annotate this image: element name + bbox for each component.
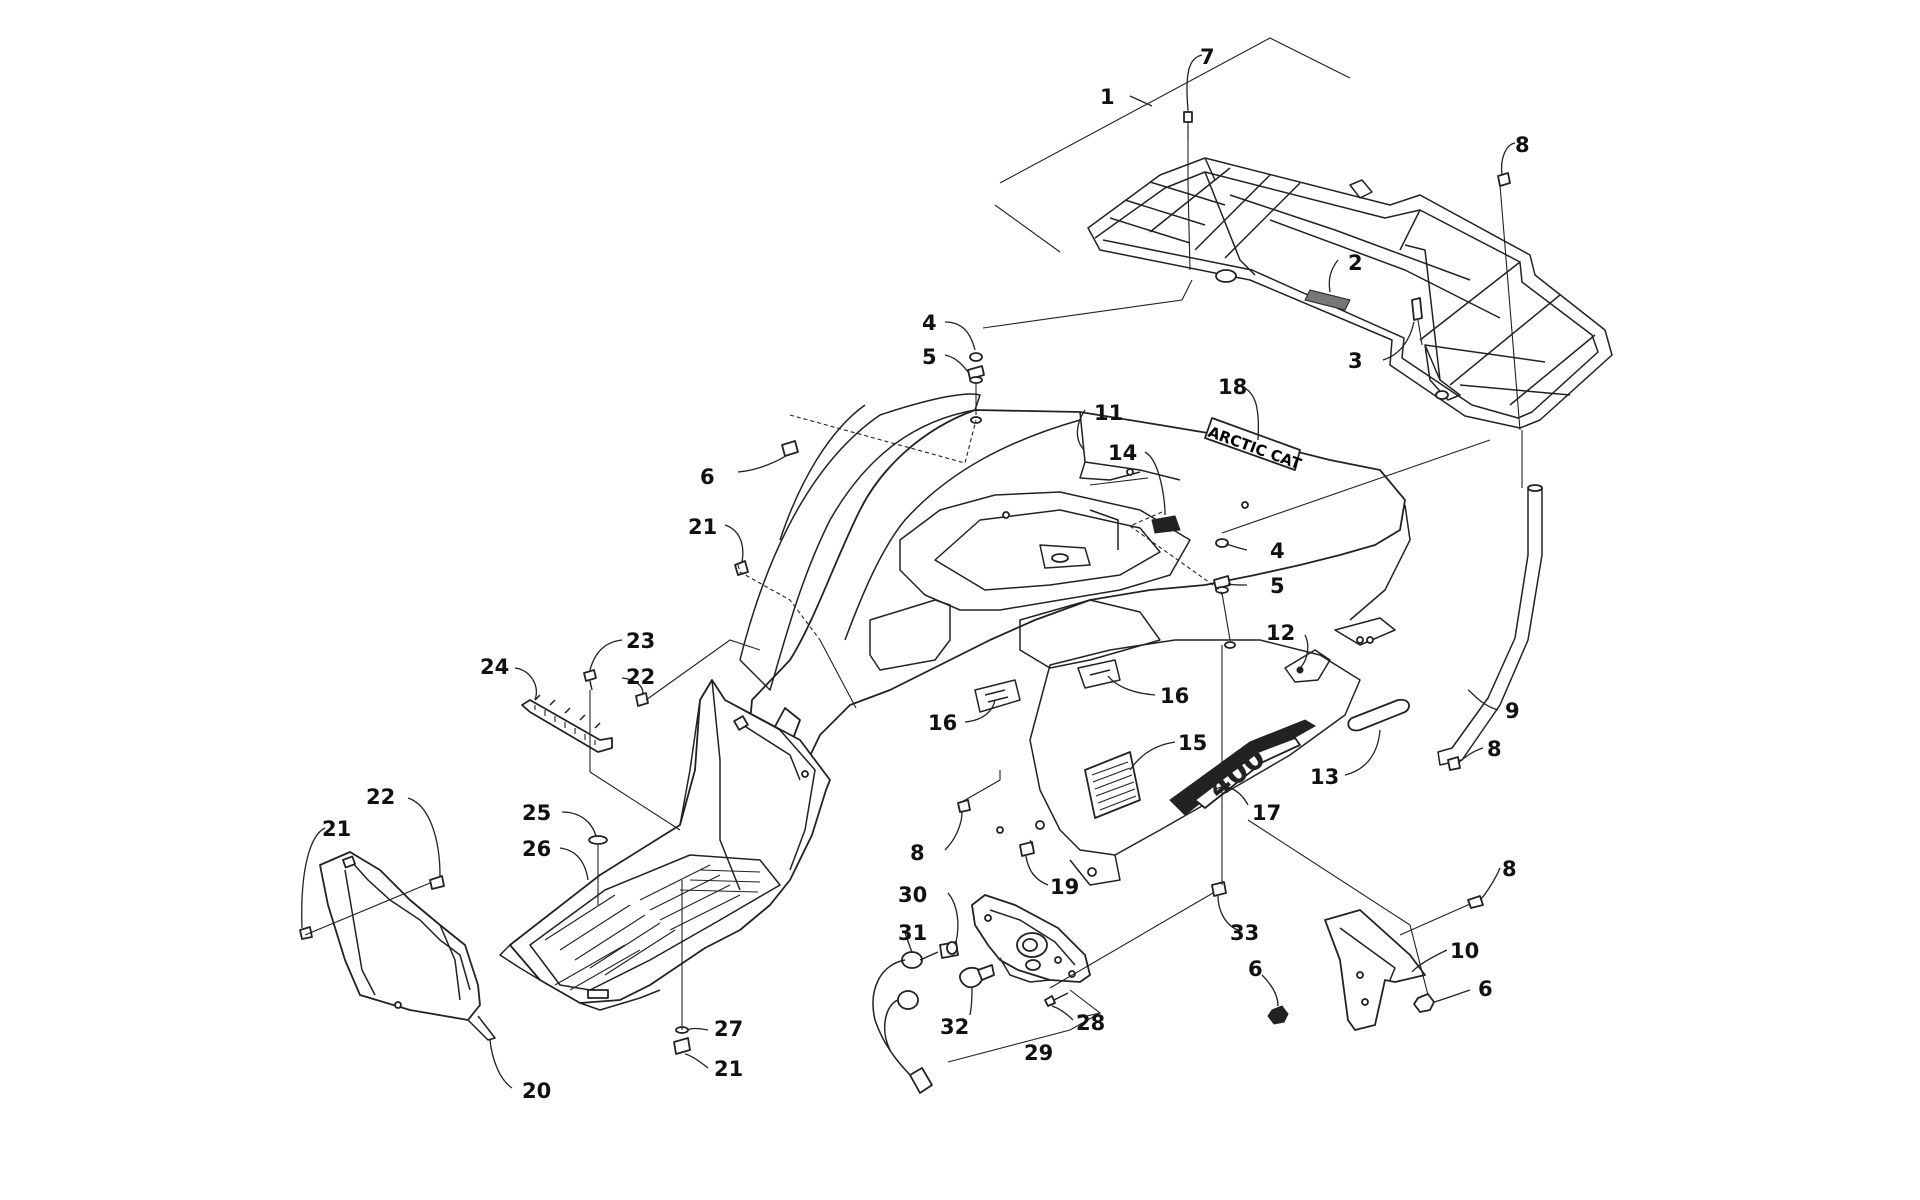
bolt-3 — [1411, 297, 1423, 346]
screw-28 — [1044, 992, 1069, 1007]
callout-22-panel: 22 — [366, 785, 395, 809]
model-decal-17: 400 — [1169, 719, 1316, 816]
callout-16-left: 16 — [928, 711, 957, 735]
callout-3: 3 — [1348, 349, 1363, 373]
callout-28: 28 — [1076, 1011, 1105, 1035]
callout-8-bracket: 8 — [1502, 857, 1517, 881]
fender-flare-strip — [739, 393, 981, 691]
callout-8-tube: 8 — [1487, 737, 1502, 761]
callout-7: 7 — [1200, 45, 1215, 69]
callout-5-lower: 5 — [1270, 574, 1285, 598]
callout-26: 26 — [522, 837, 551, 861]
callout-15: 15 — [1178, 731, 1207, 755]
reflector-13 — [1347, 698, 1410, 732]
callout-32: 32 — [940, 1015, 969, 1039]
callout-20: 20 — [522, 1079, 551, 1103]
callout-18: 18 — [1218, 375, 1247, 399]
tread-pattern — [544, 864, 761, 991]
callout-leaders — [301, 54, 1516, 1089]
callout-17: 17 — [1252, 801, 1281, 825]
callout-21-flare: 21 — [688, 515, 717, 539]
callout-25: 25 — [522, 801, 551, 825]
callout-1: 1 — [1100, 85, 1115, 109]
callout-30: 30 — [898, 883, 927, 907]
bracket-10 — [1324, 909, 1426, 1031]
hardware — [299, 172, 1511, 1055]
callout-8-rack: 8 — [1515, 133, 1530, 157]
callout-8-fender: 8 — [910, 841, 925, 865]
callout-33: 33 — [1230, 921, 1259, 945]
support-tube-9 — [1437, 430, 1543, 766]
callout-14: 14 — [1108, 441, 1137, 465]
callout-21-panel: 21 — [322, 817, 351, 841]
socket-30 — [939, 941, 959, 959]
callout-31: 31 — [898, 921, 927, 945]
harness-31 — [872, 951, 939, 1094]
callout-27: 27 — [714, 1017, 743, 1041]
callout-4-upper: 4 — [922, 311, 937, 335]
callout-10: 10 — [1450, 939, 1479, 963]
decal-14 — [1151, 515, 1181, 534]
callout-19: 19 — [1050, 875, 1079, 899]
side-panel-20 — [319, 851, 496, 1041]
callout-labels: 1 2 3 4 4 5 5 6 6 6 7 8 8 8 8 9 10 11 12… — [322, 45, 1530, 1103]
callout-9: 9 — [1505, 699, 1520, 723]
footwell-26 — [499, 679, 831, 1011]
decal-12 — [1284, 649, 1331, 683]
callout-23: 23 — [626, 629, 655, 653]
callout-16-right: 16 — [1160, 684, 1189, 708]
callout-11: 11 — [1094, 401, 1123, 425]
callout-6-nut-right: 6 — [1478, 977, 1493, 1001]
assembly-lines — [304, 184, 1521, 1063]
callout-21-bottom: 21 — [714, 1057, 743, 1081]
callout-4-lower: 4 — [1270, 539, 1285, 563]
callout-2: 2 — [1348, 251, 1363, 275]
callout-6-nut-left: 6 — [1248, 957, 1263, 981]
callout-29: 29 — [1024, 1041, 1053, 1065]
heel-guard-24 — [521, 694, 613, 753]
warning-label-15 — [1084, 751, 1141, 819]
rear-rack — [994, 37, 1613, 429]
callout-22-footwell: 22 — [626, 665, 655, 689]
callout-5-upper: 5 — [922, 345, 937, 369]
tail-light-29 — [971, 894, 1091, 983]
decal-16 — [974, 659, 1121, 713]
callout-13: 13 — [1310, 765, 1339, 789]
rear-fender-11 — [747, 409, 1411, 886]
bolt-7 — [1183, 110, 1193, 185]
bulb-32 — [959, 964, 995, 989]
callout-6-upper: 6 — [700, 465, 715, 489]
callout-12: 12 — [1266, 621, 1295, 645]
callout-24: 24 — [480, 655, 509, 679]
